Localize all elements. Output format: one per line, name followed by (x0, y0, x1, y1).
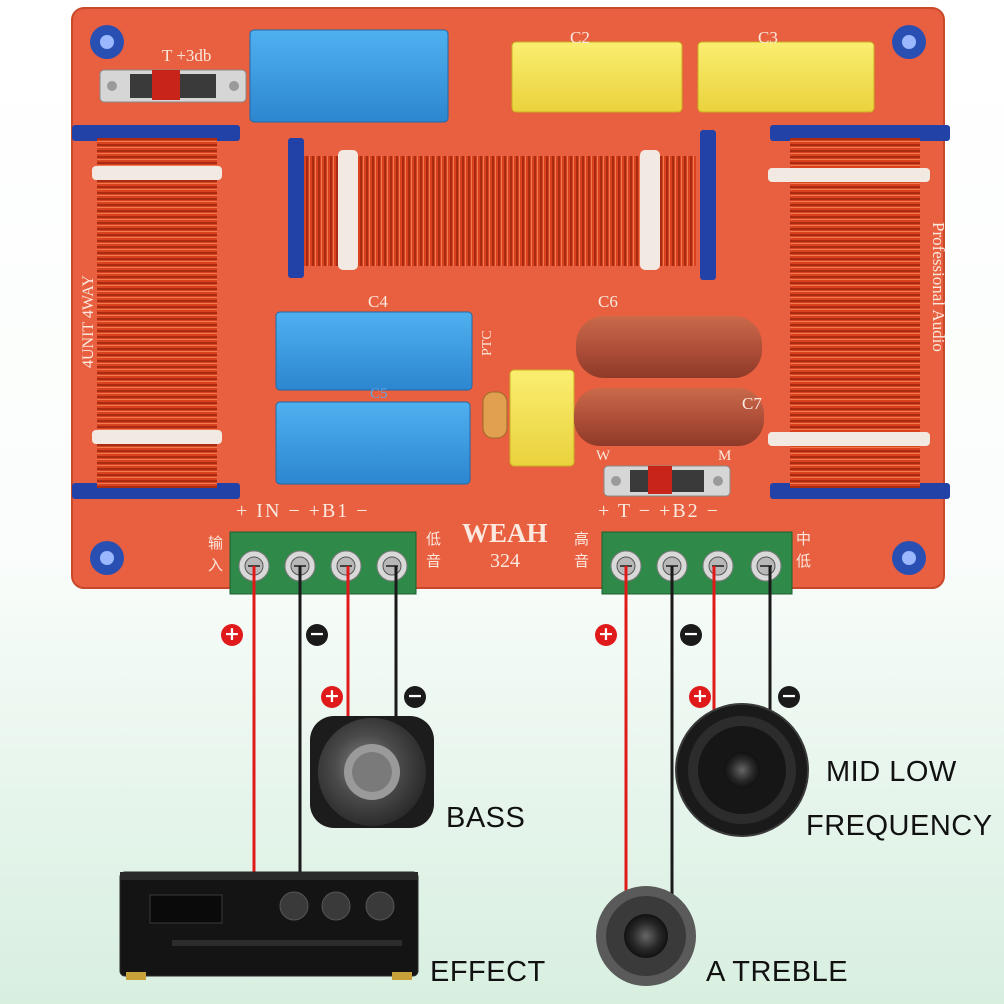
bass-negative-sign: − (404, 686, 426, 708)
right-vertical-text: Professional Audio (929, 222, 948, 352)
terminal-right-cn-1: 高 (574, 532, 590, 548)
tweeter-level-switch[interactable] (99, 69, 247, 103)
capacitor-c3 (697, 41, 875, 113)
terminal-right-cn-2: 音 (574, 554, 590, 570)
capacitor-top-blue (249, 29, 449, 123)
amp-negative-sign: − (306, 624, 328, 646)
cap-c7-label: C7 (742, 394, 762, 413)
mounting-hole-top-left (90, 25, 124, 59)
capacitor-c2 (511, 41, 683, 113)
mid-positive-sign: + (689, 686, 711, 708)
terminal-screw[interactable] (330, 550, 362, 582)
terminal-left-cn-1: 输 (208, 536, 224, 552)
mid-negative-sign: − (778, 686, 800, 708)
treble-positive-sign: + (595, 624, 617, 646)
terminal-left-cn-4: 音 (426, 554, 442, 570)
terminal-left-cn-3: 低 (426, 532, 442, 548)
ptc-fuse (482, 391, 508, 439)
cap-c6-label: C6 (598, 292, 618, 311)
bass-positive-sign: + (321, 686, 343, 708)
capacitor-c6 (576, 316, 762, 378)
mid-low-label-line2: FREQUENCY (806, 810, 993, 842)
terminal-screw[interactable] (750, 550, 782, 582)
cap-c2-label: C2 (570, 28, 590, 47)
ptc-label: PTC (480, 330, 495, 356)
brand-name: WEAH (462, 518, 548, 548)
mounting-hole-top-right (892, 25, 926, 59)
terminal-screw[interactable] (702, 550, 734, 582)
switch-t-label: T +3db (162, 46, 212, 65)
tweeter-icon (596, 886, 696, 986)
mid-speaker-icon (675, 703, 809, 837)
capacitor-c4 (275, 311, 473, 391)
terminal-left-header: + IN − +B1 − (236, 500, 370, 522)
woofer-speaker-icon (310, 716, 434, 828)
speaker-wires (252, 566, 772, 900)
capacitor-yellow-small (509, 369, 575, 467)
treble-negative-sign: − (680, 624, 702, 646)
switch-m-label: M (718, 448, 732, 464)
terminal-right-header: + T − +B2 − (598, 500, 720, 522)
amplifier-icon (119, 871, 419, 980)
mounting-hole-bottom-right (892, 541, 926, 575)
mid-low-label-line1: MID LOW (826, 756, 957, 788)
treble-label: A TREBLE (706, 956, 849, 988)
midrange-mode-switch[interactable] (603, 465, 731, 497)
terminal-right-cn-4: 低 (796, 554, 812, 570)
capacitor-c7 (574, 388, 764, 446)
capacitor-c5 (275, 401, 471, 485)
mounting-hole-bottom-left (90, 541, 124, 575)
terminal-left-cn-2: 入 (208, 558, 224, 574)
cap-c3-label: C3 (758, 28, 778, 47)
coil-right (768, 125, 950, 499)
effect-label: EFFECT (430, 956, 546, 988)
cap-c4-label: C4 (368, 292, 388, 311)
coil-center (288, 130, 716, 280)
bass-label: BASS (446, 802, 526, 834)
amp-positive-sign: + (221, 624, 243, 646)
model-number: 324 (490, 550, 520, 572)
terminal-right-cn-3: 中 (796, 532, 812, 548)
left-vertical-text: 4UNIT 4WAY (80, 275, 97, 368)
terminal-screw[interactable] (376, 550, 408, 582)
switch-w-label: W (596, 448, 611, 464)
coil-left (72, 125, 240, 499)
cap-c5-label: C5 (370, 386, 388, 402)
